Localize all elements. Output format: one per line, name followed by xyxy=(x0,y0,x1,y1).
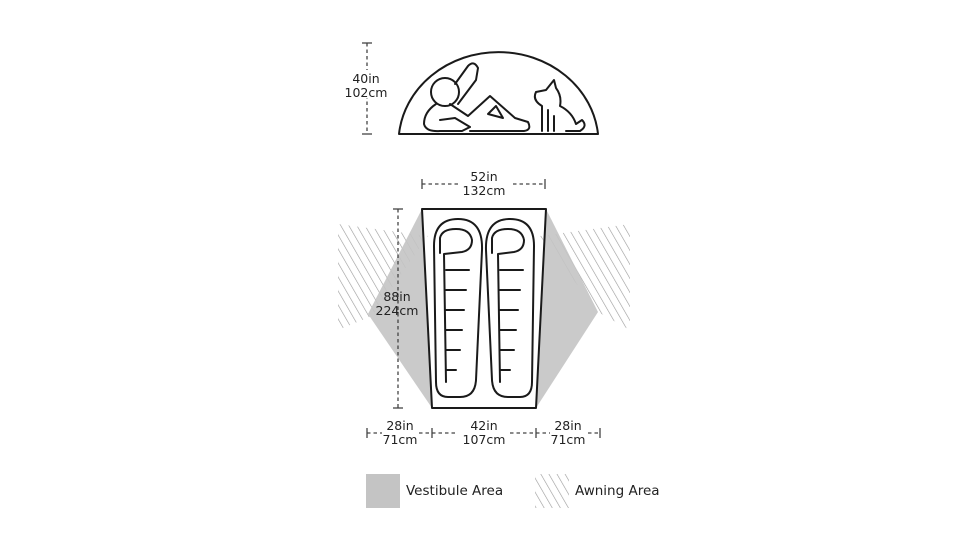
height-in-label: 40in xyxy=(352,71,379,86)
right-vestibule-in-label: 28in xyxy=(554,418,581,433)
sleeping-bag-right xyxy=(484,218,535,398)
vestibule-swatch xyxy=(366,474,400,508)
left-vestibule-cm-label: 71cm xyxy=(383,432,418,447)
awning-swatch xyxy=(535,474,569,508)
left-vestibule-in-label: 28in xyxy=(386,418,413,433)
dog-icon xyxy=(533,79,586,132)
vestibule-area-left xyxy=(368,209,432,408)
head-width-cm-label: 132cm xyxy=(463,183,506,198)
sleeping-bag-left xyxy=(433,218,484,398)
height-cm-label: 102cm xyxy=(345,85,388,100)
foot-width-in-label: 42in xyxy=(470,418,497,433)
tent-floor xyxy=(421,208,547,409)
length-cm-label: 224cm xyxy=(376,303,419,318)
vestibule-area-right xyxy=(536,209,598,408)
head-width-in-label: 52in xyxy=(470,169,497,184)
side-view: 40in 102cm xyxy=(342,42,599,135)
vestibule-legend-label: Vestibule Area xyxy=(406,483,503,499)
awning-legend-label: Awning Area xyxy=(575,483,660,499)
tent-dome-outline xyxy=(398,51,599,135)
person-icon xyxy=(423,62,531,133)
foot-width-cm-label: 107cm xyxy=(463,432,506,447)
length-in-label: 88in xyxy=(383,289,410,304)
right-vestibule-cm-label: 71cm xyxy=(551,432,586,447)
floor-plan: 52in 132cm 88in 224cm 28in 71cm 42in 107… xyxy=(338,168,630,447)
legend: Vestibule Area Awning Area xyxy=(366,474,660,508)
